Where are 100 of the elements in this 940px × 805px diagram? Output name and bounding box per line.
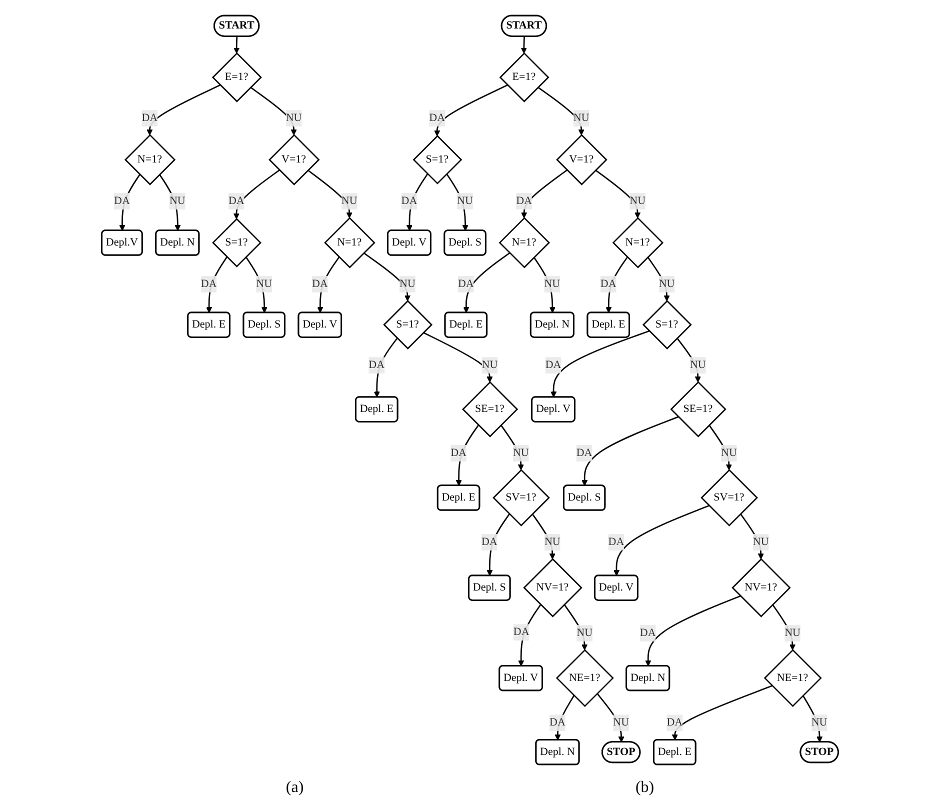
arrow (613, 504, 710, 576)
arrow (740, 512, 764, 559)
node-diamond: V=1? (556, 134, 608, 185)
edge-label: NU (573, 112, 590, 124)
arrow (708, 424, 732, 470)
arrow (446, 173, 468, 230)
arrow (206, 256, 228, 312)
edge-label: NU (658, 277, 675, 290)
arrow (234, 36, 240, 54)
edge-label: DA (200, 277, 217, 290)
arrow (463, 252, 510, 312)
arrow (582, 416, 679, 486)
arrow (676, 337, 701, 382)
edge-label: NU (690, 358, 706, 370)
arrow (564, 604, 588, 650)
arrow (434, 84, 508, 136)
edge-label: DA (312, 277, 328, 290)
arrow (550, 330, 650, 397)
edge-label: NU (341, 194, 358, 206)
arrow (772, 604, 796, 650)
arrow (647, 256, 670, 301)
arrow (521, 169, 568, 218)
node-diamond: E=1? (499, 52, 550, 102)
edge-label: DA (450, 446, 466, 458)
panel-caption: (a) (286, 779, 304, 797)
arrow (802, 694, 823, 742)
edge-label: DA (516, 194, 532, 206)
node-diamond: SE=1? (670, 380, 726, 437)
node-diamond: N=1? (612, 216, 664, 268)
node-diamond: SV=1? (492, 468, 550, 526)
edge-label: NU (169, 194, 186, 206)
edge-label: NU (286, 112, 302, 124)
node-diamond: N=1? (324, 216, 376, 268)
edge-label: DA (600, 277, 616, 290)
edge-label: NU (482, 358, 498, 370)
edge-label: NU (400, 277, 416, 290)
node-diamond: N=1? (498, 216, 550, 268)
arrow (645, 594, 741, 666)
node-diamond: S=1? (642, 300, 692, 349)
arrow (538, 86, 584, 135)
edge-label: DA (228, 194, 244, 206)
panel-caption: (b) (635, 779, 654, 797)
node-diamond: N=1? (124, 134, 176, 185)
node-diamond: V=1? (268, 134, 320, 185)
arrow (500, 424, 524, 470)
arrow (486, 513, 510, 576)
node-diamond: S=1? (383, 300, 433, 349)
arrow (317, 256, 340, 312)
arrow (245, 256, 268, 312)
arrow (233, 169, 280, 219)
arrow (374, 337, 398, 397)
node-diamond: S=1? (412, 134, 462, 184)
edge-label: DA (545, 358, 562, 370)
edge-label: NU (784, 626, 800, 638)
arrow (518, 604, 542, 666)
arrow (158, 174, 181, 230)
arrow (363, 252, 411, 301)
arrow (532, 513, 556, 559)
node-diamond: NV=1? (732, 558, 791, 617)
edge-label: NU (256, 277, 272, 290)
node-diamond: E=1? (212, 52, 262, 102)
arrow (456, 424, 480, 486)
node-diamond: NV=1? (523, 558, 582, 617)
edge-label: DA (429, 112, 446, 124)
arrow (308, 169, 352, 218)
edge-label: NU (752, 536, 769, 548)
edge-label: NU (544, 536, 560, 548)
edge-label: DA (401, 194, 418, 206)
arrow (520, 36, 527, 54)
node-diamond: SV=1? (700, 468, 758, 526)
edge-label: NU (544, 277, 560, 290)
node-diamond: NE=1? (556, 648, 614, 707)
edge-label: DA (142, 112, 158, 124)
edge-label: DA (458, 277, 474, 290)
arrow (146, 84, 221, 135)
edge-label: DA (608, 536, 624, 548)
arrow (250, 86, 297, 135)
edge-label: DA (640, 626, 656, 638)
edge-label: NU (630, 194, 646, 206)
edge-label: DA (114, 194, 130, 206)
edge-label: DA (666, 716, 683, 728)
edge-label: NU (512, 446, 529, 458)
arrow (533, 256, 556, 312)
arrow (606, 256, 628, 312)
edge-label: DA (576, 446, 592, 458)
edge-label: DA (481, 536, 498, 548)
edge-label: NU (457, 194, 473, 206)
edge-label: DA (550, 716, 566, 728)
edge-label: NU (721, 446, 737, 458)
node-diamond: NE=1? (764, 648, 822, 707)
edge-label: DA (513, 626, 530, 638)
arrow (406, 173, 428, 230)
node-diamond: S=1? (212, 217, 262, 267)
edge-label: DA (368, 358, 385, 370)
edge-label: NU (811, 716, 828, 728)
edge-label: NU (613, 716, 630, 728)
arrow (423, 331, 493, 382)
arrow (595, 169, 641, 218)
node-diamond: SE=1? (462, 380, 518, 437)
edge-label: NU (576, 626, 593, 638)
